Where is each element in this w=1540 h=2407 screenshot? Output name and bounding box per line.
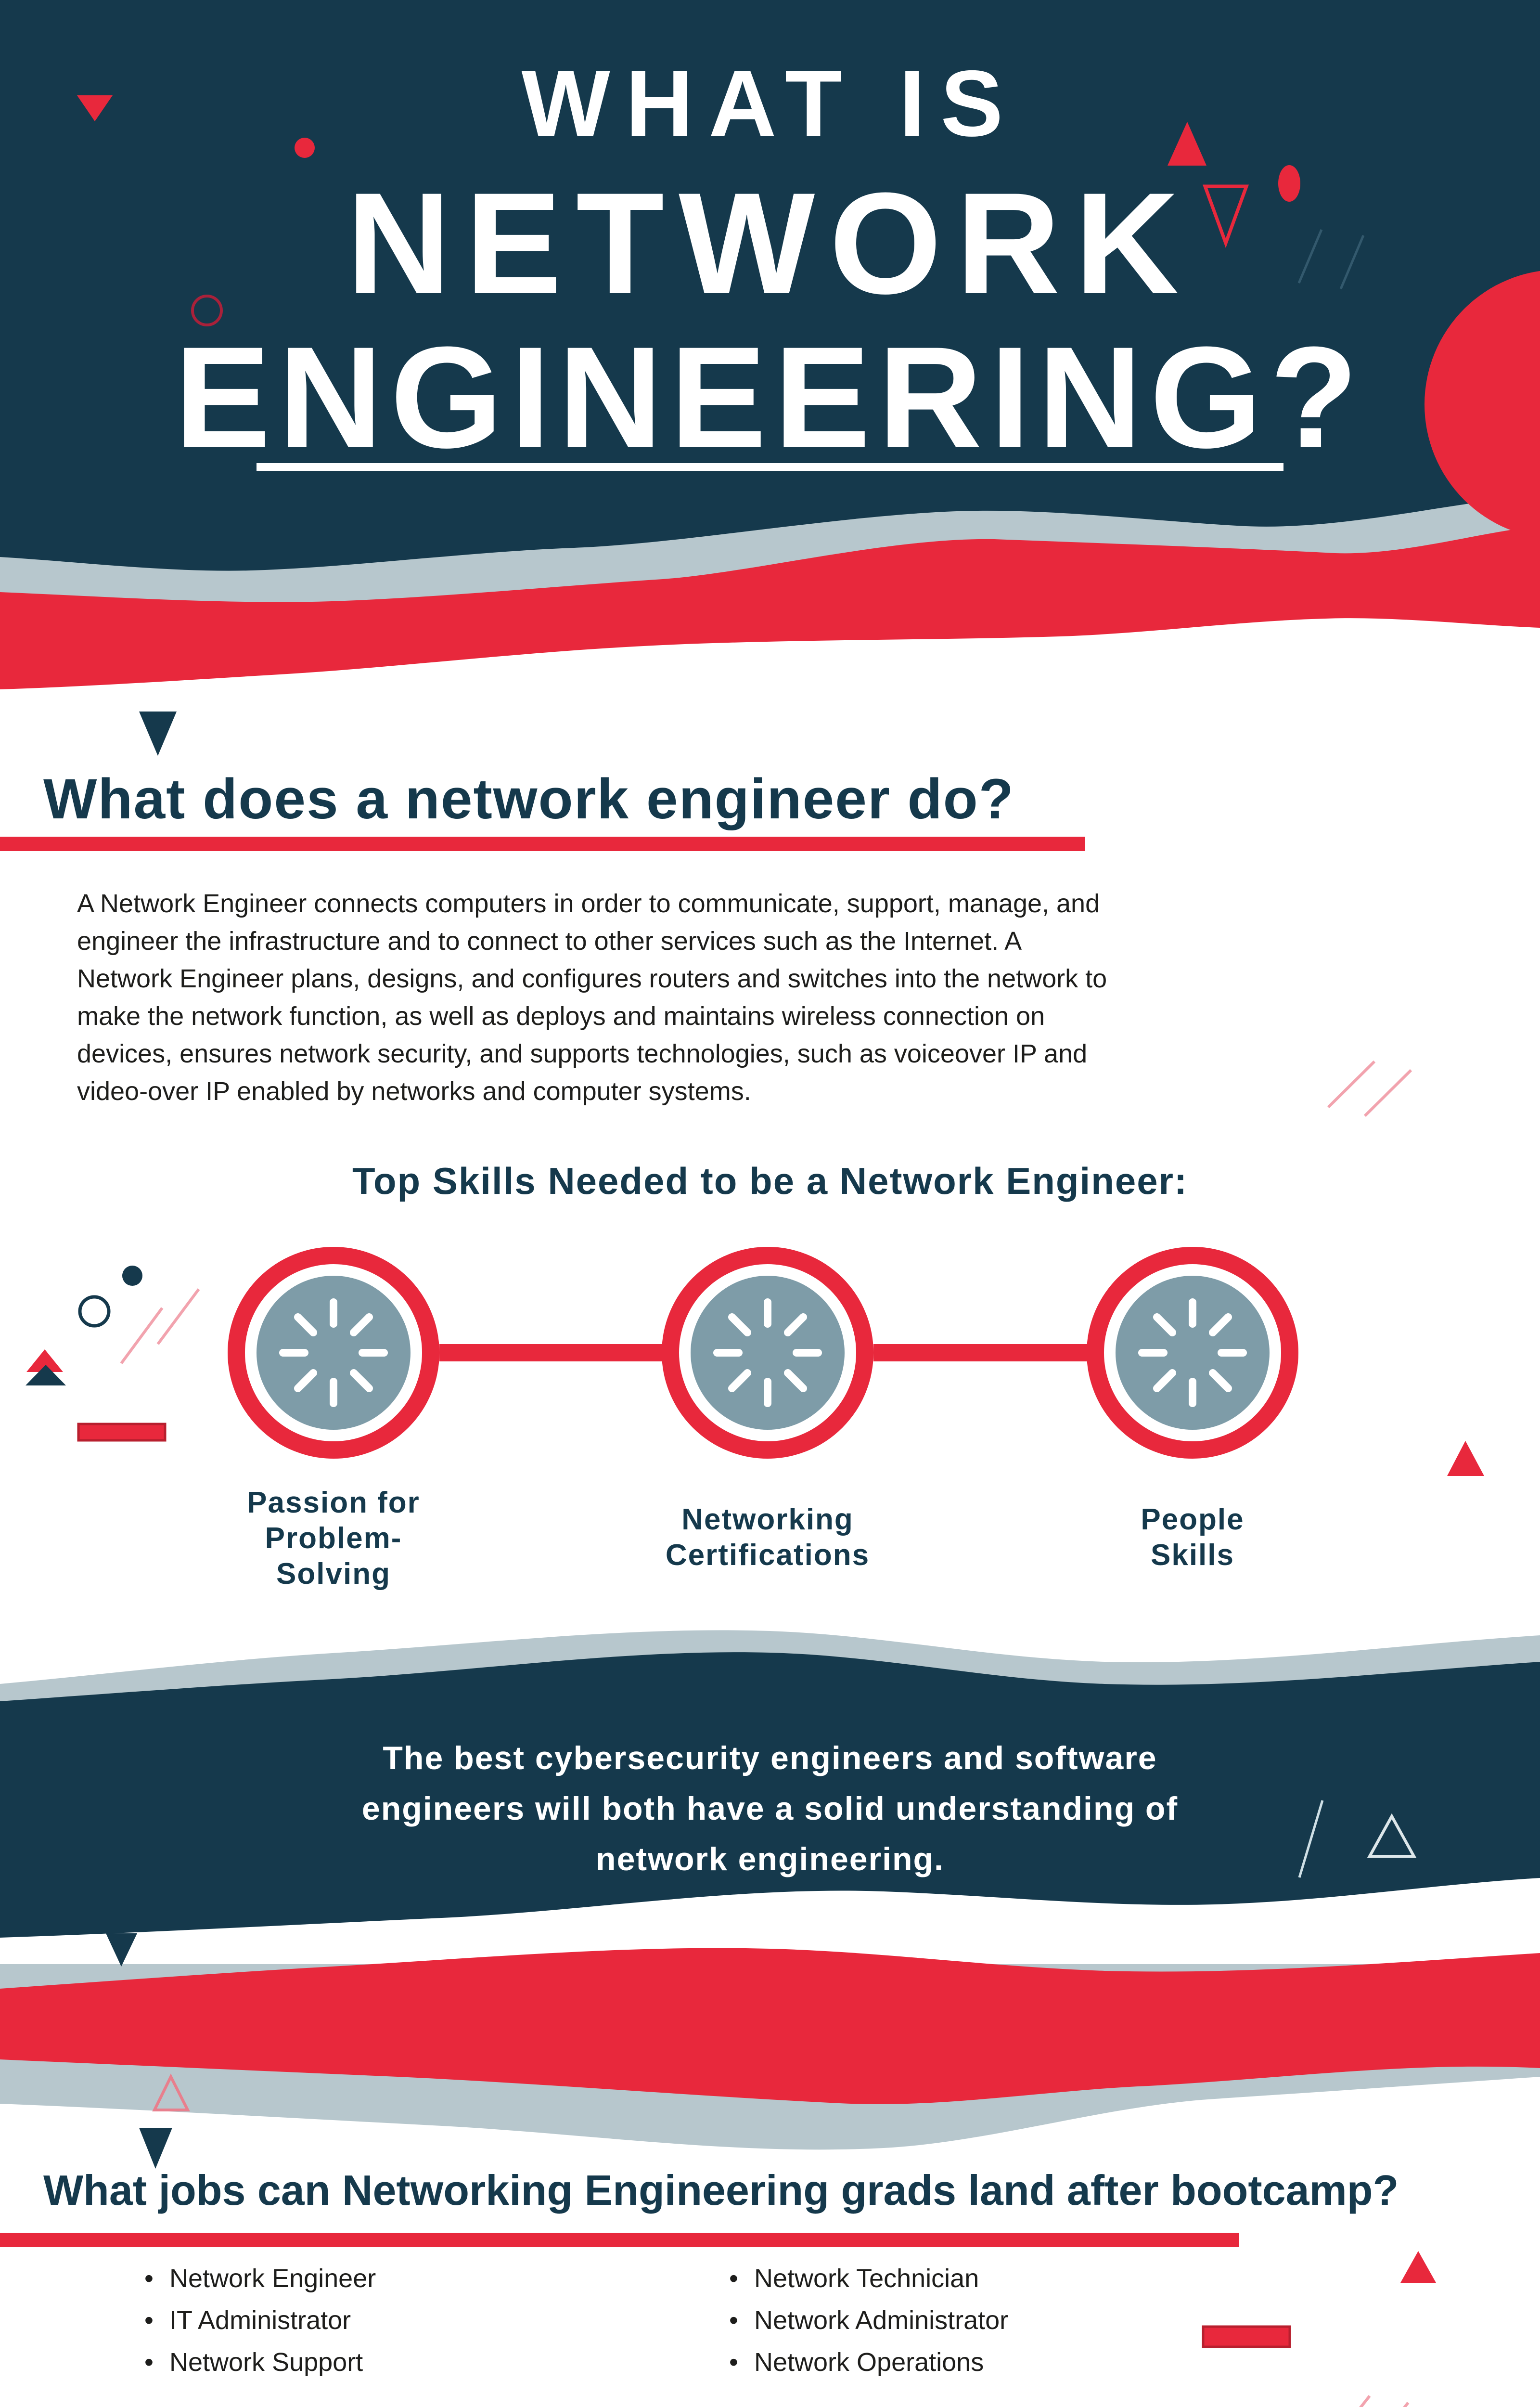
triangle-up-icon [1168,122,1206,166]
intro-line: engineer the infrastructure and to conne… [77,927,1022,956]
red-bar-icon [1202,2325,1291,2348]
triangle-down-icon [139,712,177,756]
intro-line: devices, ensures network security, and s… [77,1039,1088,1068]
dot-icon [295,138,315,158]
skill-circle-people-skills [1087,1247,1298,1459]
spinner-icon [279,1298,388,1407]
list-item: Network Engineer [144,2258,376,2300]
triangle-down-icon [106,1933,137,1967]
diagonal-lines-icon [120,1288,200,1364]
intro-line: A Network Engineer connects computers in… [77,889,1100,918]
triangle-up-icon [26,1365,66,1385]
red-band-wave [0,1948,1540,2150]
diagonal-lines-icon [1327,1060,1412,1117]
triangle-outline-icon [152,2073,190,2111]
triangle-outline-icon [1202,184,1249,248]
skill-label-problem-solving: Passion for Problem- Solving [247,1486,420,1591]
list-item: Network Support [144,2342,376,2383]
intro-line: make the network function, as well as de… [77,1002,1045,1031]
intro-line: video-over IP enabled by networks and co… [77,1077,751,1106]
triangle-down-icon [139,2128,172,2169]
diagonal-lines-icon [1359,2395,1410,2407]
circle-outline-icon [191,295,223,326]
spinner-icon [1138,1298,1247,1407]
dot-icon [122,1266,142,1286]
list-item: Network Administrator [729,2300,1008,2342]
jobs-heading-underline [0,2233,1239,2247]
list-item: Network Technician [729,2258,1008,2300]
connector-bar [439,1344,664,1361]
triangle-outline-icon [1367,1813,1417,1858]
list-item: Network Operations [729,2342,1008,2383]
red-bar-icon [77,1423,167,1442]
skill-label-certifications: Networking Certifications [665,1503,870,1572]
intro-heading: What does a network engineer do? [43,767,1014,831]
triangle-up-icon [1447,1441,1484,1476]
jobs-list-column-2: Network Technician Network Administrator… [729,2258,1008,2383]
connector-bar [873,1344,1089,1361]
skill-circle-problem-solving [228,1247,439,1459]
skills-heading: Top Skills Needed to be a Network Engine… [352,1160,1188,1202]
skill-label-people-skills: People Skills [1141,1503,1245,1572]
intro-paragraph: A Network Engineer connects computers in… [77,885,1107,1110]
banner-line: The best cybersecurity engineers and sof… [383,1740,1157,1776]
title-underline [257,463,1283,471]
banner-line: engineers will both have a solid underst… [361,1790,1179,1827]
intro-line: Network Engineer plans, designs, and con… [77,964,1107,993]
triangle-up-icon [26,1349,63,1372]
intro-heading-underline [0,837,1085,851]
triangle-up-icon [1400,2251,1436,2283]
jobs-list-column-1: Network Engineer IT Administrator Networ… [144,2258,376,2383]
banner-diagonal-line [1298,1800,1324,1878]
skill-circle-certifications [662,1247,873,1459]
skills-circles [228,1247,1298,1459]
triangle-down-icon [77,95,113,121]
jobs-heading: What jobs can Networking Engineering gra… [43,2166,1399,2214]
spinner-icon [713,1298,822,1407]
title-line-1: WHAT IS [521,51,1019,156]
header-background [0,0,1540,433]
banner-line: network engineering. [596,1841,944,1877]
banner-wave [0,1630,1540,1938]
diagonal-lines-icon [1297,229,1365,289]
title-line-3: ENGINEERING? [174,316,1366,478]
list-item: IT Administrator [144,2300,376,2342]
circle-outline-icon [78,1295,111,1328]
title-line-2: NETWORK [346,162,1194,324]
dot-icon [1278,165,1300,202]
